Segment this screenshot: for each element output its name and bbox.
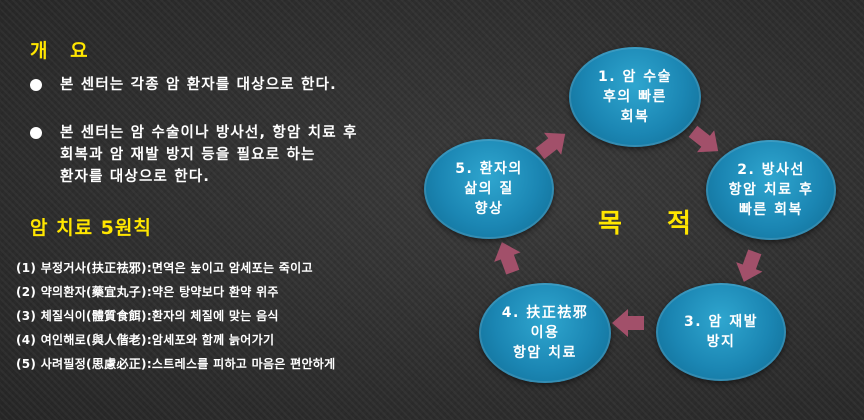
overview-bullet: 본 센터는 암 수술이나 방사선, 항암 치료 후 회복과 암 재발 방지 등을… <box>30 122 358 188</box>
arrow-icon <box>612 309 644 337</box>
overview-bullet-text: 본 센터는 각종 암 환자를 대상으로 한다. <box>60 77 337 93</box>
principle-item: (2) 약의환자(藥宜丸子):약은 탕약보다 환약 위주 <box>16 285 279 299</box>
principles-list: (1) 부정거사(扶正祛邪):면역은 높이고 암세포는 죽이고 (2) 약의환자… <box>16 256 335 376</box>
arrow-icon <box>535 132 566 160</box>
principle-item: (5) 사려필정(思慮必正):스트레스를 피하고 마음은 편안하게 <box>16 357 336 371</box>
arrow-icon <box>688 125 719 153</box>
overview-bullet: 본 센터는 각종 암 환자를 대상으로 한다. <box>30 74 337 96</box>
principle-item: (1) 부정거사(扶正祛邪):면역은 높이고 암세포는 죽이고 <box>16 261 313 275</box>
cycle-step-label: 1. 암 수술 후의 빠른 회복 <box>598 69 672 125</box>
cycle-center-label: 목 적 <box>598 209 709 239</box>
cycle-step-label: 2. 방사선 항암 치료 후 빠른 회복 <box>728 162 814 218</box>
principle-item: (4) 여인해로(與人偕老):암세포와 함께 늙어가기 <box>16 333 275 347</box>
bullet-dot-icon <box>30 79 42 91</box>
cycle-step-5: 5. 환자의 삶의 질 향상 <box>424 139 554 239</box>
cycle-step-label: 4. 扶正祛邪 이용 항암 치료 <box>501 305 589 361</box>
arrow-icon <box>736 249 763 282</box>
principle-item: (3) 체질식이(體質食餌):환자의 체질에 맞는 음식 <box>16 309 279 323</box>
cycle-step-2: 2. 방사선 항암 치료 후 빠른 회복 <box>706 140 836 240</box>
overview-heading: 개 요 <box>30 40 96 62</box>
cycle-step-4: 4. 扶正祛邪 이용 항암 치료 <box>479 283 611 383</box>
cycle-step-3: 3. 암 재발 방지 <box>656 283 786 381</box>
overview-bullet-text: 본 센터는 암 수술이나 방사선, 항암 치료 후 회복과 암 재발 방지 등을… <box>60 125 358 185</box>
cycle-step-label: 3. 암 재발 방지 <box>684 314 758 350</box>
cycle-step-label: 5. 환자의 삶의 질 향상 <box>455 161 523 217</box>
bullet-dot-icon <box>30 127 42 139</box>
arrow-icon <box>494 242 521 275</box>
principles-heading: 암 치료 5원칙 <box>30 217 152 239</box>
cycle-step-1: 1. 암 수술 후의 빠른 회복 <box>569 47 701 147</box>
